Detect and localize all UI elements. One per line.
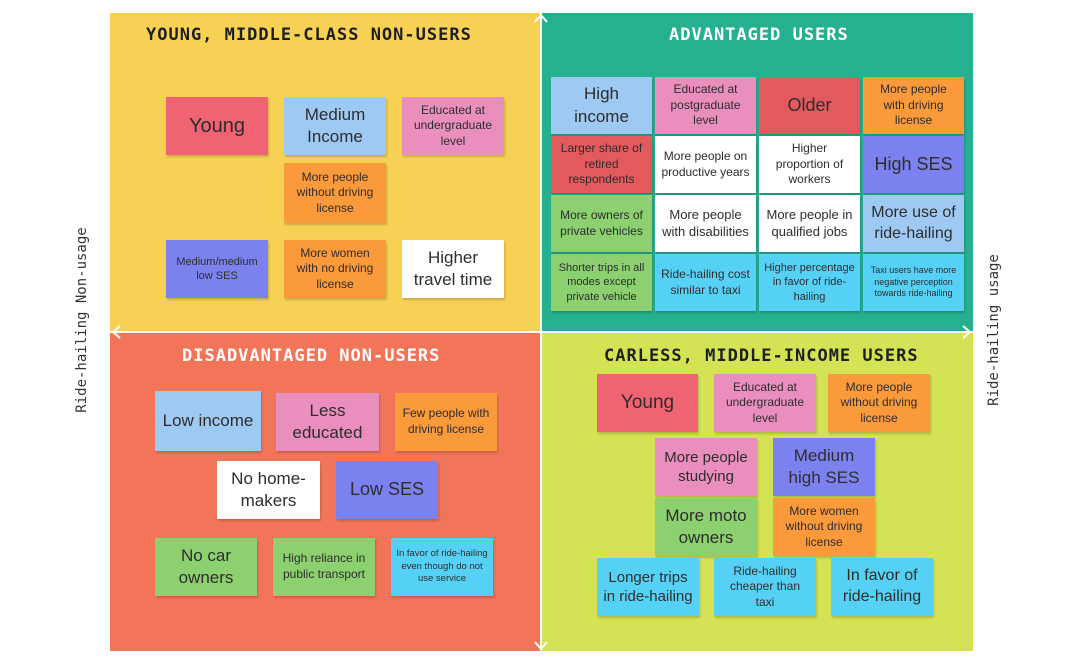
sticky-note: Higher percentage in favor of ride-haili… bbox=[759, 254, 860, 311]
vertical-axis-arrow-down bbox=[534, 641, 548, 651]
quadrant-title: DISADVANTAGED NON-USERS bbox=[182, 346, 441, 366]
sticky-note: Educated at postgraduate level bbox=[655, 77, 756, 134]
sticky-note: Shorter trips in all modes except privat… bbox=[551, 254, 652, 311]
sticky-note: Longer trips in ride-hailing bbox=[597, 558, 699, 616]
sticky-note: Low income bbox=[155, 391, 261, 451]
vertical-axis-arrow-up bbox=[534, 13, 548, 23]
sticky-note: In favor of ride-hailing bbox=[831, 558, 933, 616]
sticky-note: More use of ride-hailing bbox=[863, 195, 964, 252]
sticky-note: More people on productive years bbox=[655, 136, 756, 193]
sticky-note: Medium Income bbox=[284, 97, 386, 155]
sticky-note: Higher travel time bbox=[402, 240, 504, 298]
sticky-note: No car owners bbox=[155, 538, 257, 596]
sticky-note: Taxi users have more negative perception… bbox=[863, 254, 964, 311]
quadrant-disadvantaged-non-users bbox=[110, 333, 540, 651]
x-axis-label: Ride-hailing usage bbox=[986, 254, 1002, 406]
sticky-note: No home-makers bbox=[217, 461, 320, 519]
sticky-note: High income bbox=[551, 77, 652, 134]
sticky-note: More people with driving license bbox=[863, 77, 964, 134]
horizontal-axis-arrow-right bbox=[962, 325, 972, 339]
sticky-note: More people studying bbox=[655, 438, 757, 496]
sticky-note: Medium/medium low SES bbox=[166, 240, 268, 298]
sticky-note: Educated at undergraduate level bbox=[714, 374, 816, 432]
sticky-note: Less educated bbox=[276, 393, 379, 451]
sticky-note: More women with no driving license bbox=[284, 240, 386, 298]
sticky-note: More people without driving license bbox=[828, 374, 930, 432]
quadrant-title: YOUNG, MIDDLE-CLASS NON-USERS bbox=[146, 25, 472, 45]
sticky-note: More moto owners bbox=[655, 498, 757, 556]
quadrant-title: ADVANTAGED USERS bbox=[669, 25, 849, 45]
sticky-note: Few people with driving license bbox=[395, 393, 497, 451]
sticky-note: Ride-hailing cheaper than taxi bbox=[714, 558, 816, 616]
sticky-note: High SES bbox=[863, 136, 964, 193]
sticky-note: More women without driving license bbox=[773, 498, 875, 556]
sticky-note: Medium high SES bbox=[773, 438, 875, 496]
sticky-note: Higher proportion of workers bbox=[759, 136, 860, 193]
sticky-note: Larger share of retired respondents bbox=[551, 136, 652, 193]
sticky-note: Ride-hailing cost similar to taxi bbox=[655, 254, 756, 311]
sticky-note: More owners of private vehicles bbox=[551, 195, 652, 252]
sticky-note: Educated at undergraduate level bbox=[402, 97, 504, 155]
sticky-note: More people in qualified jobs bbox=[759, 195, 860, 252]
sticky-note: In favor of ride-hailing even though do … bbox=[391, 538, 493, 596]
quadrant-title: CARLESS, MIDDLE-INCOME USERS bbox=[604, 346, 919, 366]
sticky-note: More people with disabilities bbox=[655, 195, 756, 252]
sticky-note: High reliance in public transport bbox=[273, 538, 375, 596]
sticky-note: Young bbox=[597, 374, 698, 432]
y-axis-label: Ride-hailing Non-usage bbox=[74, 227, 90, 413]
sticky-note: Low SES bbox=[336, 461, 438, 519]
sticky-note: Young bbox=[166, 97, 268, 155]
horizontal-axis-arrow-left bbox=[111, 325, 121, 339]
sticky-note: More people without driving license bbox=[284, 163, 386, 223]
sticky-note: Older bbox=[759, 77, 860, 134]
